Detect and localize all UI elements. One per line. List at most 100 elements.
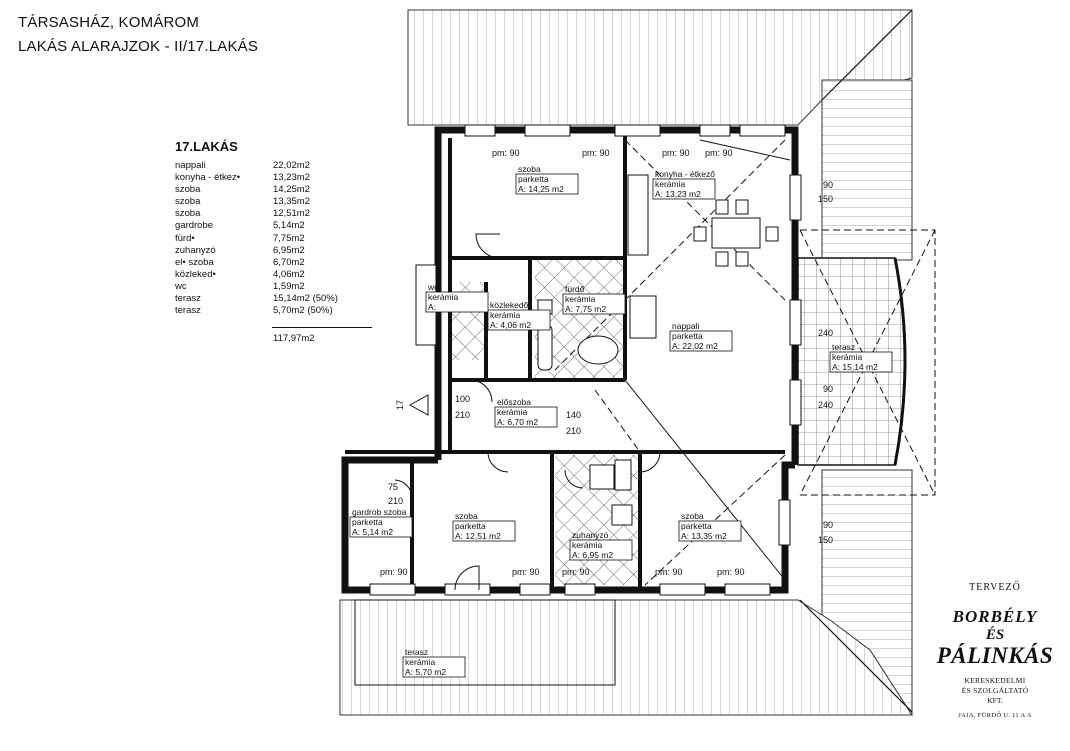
area-row-name: fürd• <box>175 232 195 244</box>
window-dim: pm: 90 <box>705 148 733 158</box>
window-dim: 150 <box>818 535 833 545</box>
room-name: terasz <box>405 647 428 657</box>
area-row: közleked•4,06m2 <box>175 269 363 281</box>
room-label-box <box>678 520 742 542</box>
room-area: A: <box>428 302 436 312</box>
room-area: A: 7,75 m2 <box>565 304 606 314</box>
area-row-value: 22,02m2 <box>273 160 310 171</box>
total-area: 117,97m2 <box>273 333 315 344</box>
room-floor: kerámia <box>497 407 528 417</box>
room-label-box <box>829 351 893 373</box>
window-dim: 90 <box>823 180 833 190</box>
room-floor: kerámia <box>572 540 603 550</box>
window-dim: 240 <box>818 400 833 410</box>
total-divider <box>272 327 372 328</box>
room-floor: kerámia <box>490 310 521 320</box>
room-label-box <box>349 516 413 538</box>
door-dim: 210 <box>455 410 470 420</box>
area-row-name: konyha - étkez• <box>175 172 241 184</box>
designer-name-2: ÉS <box>985 627 1005 643</box>
room-floor: parketta <box>681 521 712 531</box>
designer-sub-4: JAJA, FÜRDŐ U. 11 A A <box>958 712 1032 719</box>
area-row-value: 13,35m2 <box>273 196 310 208</box>
area-row-name: wc <box>175 280 187 292</box>
room-floor: parketta <box>352 517 383 527</box>
area-row-value: 5,70m2 (50%) <box>273 305 333 317</box>
area-row-name: terasz <box>175 293 201 305</box>
area-row: fürd• 7,75m2 <box>175 233 363 245</box>
area-row-name: szoba <box>175 184 201 196</box>
door-dim: 210 <box>388 496 403 506</box>
room-label-box <box>669 330 733 352</box>
window-dim: 240 <box>818 328 833 338</box>
area-row-value: 7,75m2 <box>273 232 305 244</box>
room-label-box <box>452 520 516 542</box>
room-floor: kerámia <box>405 657 436 667</box>
window-dim: pm: 90 <box>662 148 690 158</box>
room-label-box <box>652 178 716 200</box>
room-area: A: 12,51 m2 <box>455 531 501 541</box>
doors <box>394 233 661 591</box>
room-floor: kerámia <box>428 292 459 302</box>
door-dim: 140 <box>566 410 581 420</box>
room-name: szoba <box>681 511 704 521</box>
area-row-name: terasz <box>175 305 201 317</box>
area-row: terasz 5,70m2 (50%) <box>175 305 363 317</box>
room-area: A: 5,70 m2 <box>405 667 446 677</box>
project-title: TÁRSASHÁZ, KOMÁROM <box>18 14 200 31</box>
window-dim: 90 <box>823 520 833 530</box>
window-dim: pm: 90 <box>717 567 745 577</box>
room-floor: kerámia <box>832 352 863 362</box>
designer-sub-2: ÉS SZOLGÁLTATÓ <box>961 686 1029 695</box>
door-dim: 210 <box>566 426 581 436</box>
area-row-value: 6,70m2 <box>273 256 305 268</box>
room-label-box <box>402 656 466 678</box>
area-row: konyha - étkez• 13,23m2 <box>175 172 363 184</box>
room-name: fürdő <box>565 284 585 294</box>
unit-mark-label: 17 <box>395 400 405 410</box>
window-dim: 90 <box>823 384 833 394</box>
room-floor: parketta <box>672 331 703 341</box>
area-row-name: szoba <box>175 208 201 220</box>
room-label-box <box>569 539 633 561</box>
door-dim: 100 <box>455 394 470 404</box>
designer-sub-1: KERESKEDELMI <box>964 676 1026 685</box>
area-row-value: 13,23m2 <box>273 172 310 184</box>
room-label-box <box>562 293 626 315</box>
designer-label: TERVEZŐ <box>969 582 1021 593</box>
window-dim: pm: 90 <box>562 567 590 577</box>
window-dim: pm: 90 <box>492 148 520 158</box>
room-name: szoba <box>518 164 541 174</box>
room-area: A: 13,35 m2 <box>681 531 727 541</box>
room-area: A: 15,14 m2 <box>832 362 878 372</box>
area-row-value: 14,25m2 <box>273 184 310 196</box>
window-dim: pm: 90 <box>512 567 540 577</box>
room-label-box <box>425 291 489 313</box>
window-dim: pm: 90 <box>655 567 683 577</box>
room-area: A: 6,70 m2 <box>497 417 538 427</box>
door-dim: 75 <box>388 482 398 492</box>
area-row-value: 5,14m2 <box>273 220 305 232</box>
room-name: wc <box>427 282 439 292</box>
room-name: gardrob szoba <box>352 507 407 517</box>
room-label-box <box>487 309 551 331</box>
area-row-value: 4,06m2 <box>273 268 305 280</box>
dimension-labels: pm: 90 pm: 90 pm: 90 pm: 90 pm: 90 pm: 9… <box>380 148 833 577</box>
